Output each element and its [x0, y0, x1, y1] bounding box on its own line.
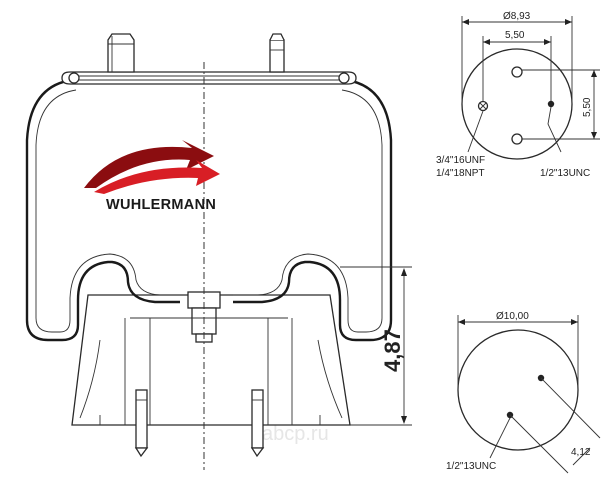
logo-swoosh-red — [94, 160, 220, 194]
bottom-stud-right — [250, 389, 265, 458]
bellows-outline — [25, 78, 393, 342]
air-fitting-symbol — [477, 100, 489, 112]
bottom-stud-left — [134, 389, 149, 458]
top-stud-left — [107, 33, 135, 73]
top-bolt-spacing-h-label: 5,50 — [505, 30, 525, 41]
air-fitting-callout-2: 1/4"18NPT — [436, 168, 485, 179]
top-stud-dot — [547, 100, 555, 108]
top-stud-right — [269, 33, 285, 73]
bottom-stud-offset-label: 4,12 — [571, 447, 591, 458]
top-diameter-label: Ø8,93 — [503, 11, 531, 22]
top-plate-view: Ø8,93 5,50 5,50 3/4"16UNF 1/4"18NPT 1/2"… — [436, 11, 600, 179]
top-bolt-spacing-v-label: 5,50 — [582, 97, 593, 117]
top-bead-plate — [61, 71, 357, 85]
top-stud-callout: 1/2"13UNC — [540, 168, 590, 179]
top-hole-upper — [511, 66, 523, 78]
bottom-plate-circle — [457, 329, 579, 451]
height-dim-value: 4,87 — [380, 329, 405, 372]
height-dimension: 4,87 — [340, 266, 412, 426]
bottom-diameter-label: Ø10,00 — [496, 311, 529, 322]
top-hole-lower — [511, 133, 523, 145]
air-spring-side-view: WUHLERMANN 4,87 — [25, 33, 412, 470]
bottom-plate-view: Ø10,00 4,12 1/2"13UNC — [446, 311, 601, 474]
bottom-stud-callout: 1/2"13UNC — [446, 461, 496, 472]
logo-swoosh-dark — [84, 140, 214, 188]
brand-name: WUHLERMANN — [106, 197, 216, 213]
brand-logo: WUHLERMANN — [84, 140, 220, 213]
air-fitting-callout-1: 3/4"16UNF — [436, 155, 485, 166]
watermark-text: abcp.ru — [262, 423, 329, 445]
bellows-inner — [35, 89, 383, 333]
